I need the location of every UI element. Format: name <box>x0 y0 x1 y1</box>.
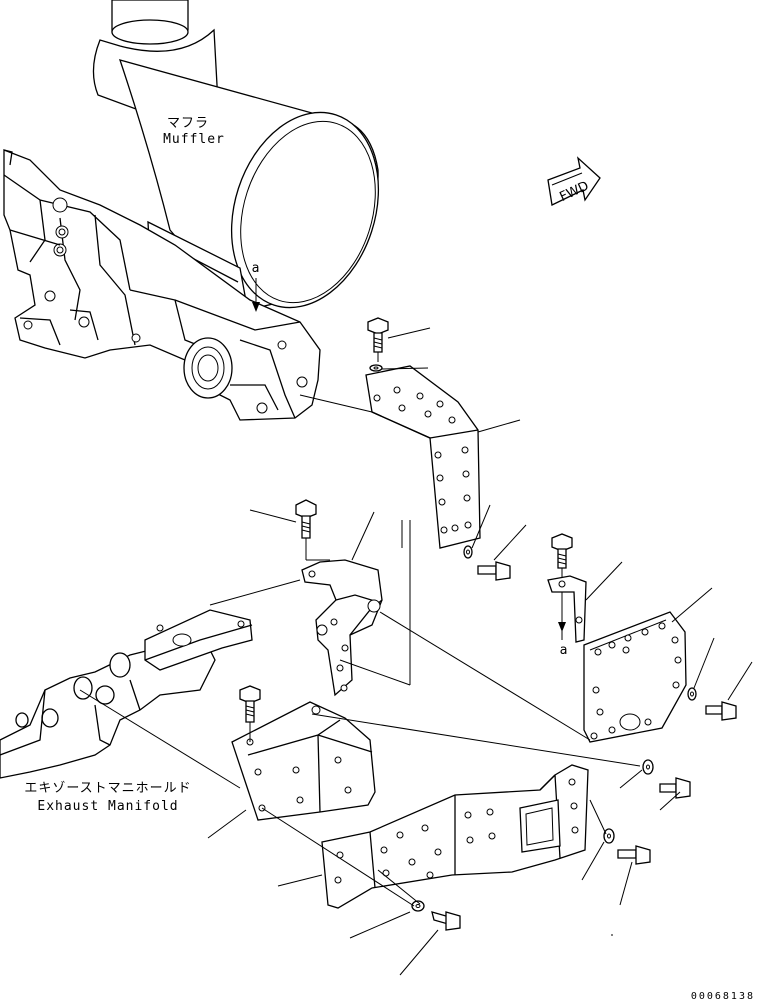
bolt-top <box>367 317 389 353</box>
heat-shield-plate <box>583 611 687 743</box>
front-l-bracket <box>301 559 383 697</box>
lower-support-bracket <box>231 701 376 821</box>
assembly-centerlines <box>79 352 641 907</box>
leader-lines <box>207 327 753 976</box>
exhaust-manifold <box>0 609 253 779</box>
bolt-side-4 <box>617 845 651 865</box>
reference-label-a-right: a <box>560 643 569 658</box>
bolt-left <box>295 499 317 539</box>
bolt-side-3 <box>659 777 691 799</box>
drawing-id: 00068138 <box>691 991 755 1002</box>
muffler <box>92 0 380 327</box>
bottom-long-bracket <box>321 764 589 909</box>
bolt-right-upper <box>551 533 573 569</box>
reference-arrow-a-right <box>558 602 566 632</box>
engine-block <box>3 149 321 421</box>
reference-arrow-a-top <box>252 278 260 312</box>
reference-label-a-top: a <box>252 261 261 276</box>
small-clip-bracket <box>547 575 587 643</box>
muffler-label-en: Muffler <box>163 132 225 147</box>
muffler-label-jp: マフラ <box>167 116 209 131</box>
bolt-side-5 <box>431 911 461 931</box>
upper-bracket <box>365 365 481 549</box>
washers <box>369 364 697 912</box>
bolt-lower-support <box>239 685 261 723</box>
manifold-label-jp: エキゾーストマニホールド <box>24 781 191 796</box>
bolt-side-2 <box>705 701 737 721</box>
fwd-direction-arrow: FWD <box>547 156 601 206</box>
manifold-label-en: Exhaust Manifold <box>37 799 178 814</box>
bolt-side-1 <box>477 561 511 581</box>
